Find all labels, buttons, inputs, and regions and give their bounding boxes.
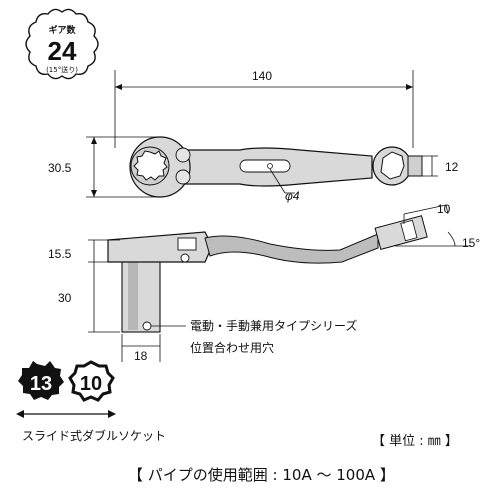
- dim-angle-length: 10: [403, 202, 451, 224]
- callout-line-1: 電動・手動兼用タイプシリーズ: [190, 318, 357, 333]
- badge-number: 24: [48, 36, 77, 66]
- dim-socket-width-label: 18: [134, 349, 148, 363]
- socket-13-badge: 13: [18, 361, 64, 400]
- wrench-side-view: [107, 215, 428, 333]
- dim-length: 140: [114, 69, 414, 148]
- alignment-hole-callout: 電動・手動兼用タイプシリーズ 位置合わせ用穴: [151, 318, 357, 355]
- dim-socket-height: 30: [58, 262, 120, 333]
- pipe-range-label: 【 パイプの使用範囲 : 10A ～ 100A 】: [128, 466, 395, 484]
- pawl-hole: [180, 253, 190, 263]
- dim-hole: φ4: [269, 168, 300, 203]
- dim-box-end: 12: [410, 155, 459, 177]
- dim-head-height: 30.5: [48, 136, 158, 198]
- angled-box-end-inner: [400, 219, 418, 242]
- scalloped-seal-icon: [25, 8, 99, 80]
- angled-box-end: [374, 215, 428, 251]
- socket-body: [121, 251, 161, 333]
- wrench-top-view: [129, 136, 423, 198]
- callout-line-2: 位置合わせ用穴: [190, 340, 274, 355]
- gear-count-badge: ギア数 24 (15°送り): [25, 8, 99, 80]
- gear-badge-icon: [18, 361, 64, 400]
- hole-marker: [267, 163, 273, 169]
- dim-socket-width: 18: [121, 334, 161, 363]
- badge-note: (15°送り): [46, 65, 78, 74]
- dim-side-height-label: 15.5: [48, 247, 72, 261]
- dim-head-height-label: 30.5: [48, 161, 72, 175]
- dim-side-height: 15.5: [48, 239, 120, 263]
- box-end-cap: [407, 155, 423, 177]
- dim-angle-label: 15°: [462, 236, 480, 250]
- pawl-circle-2: [175, 169, 191, 185]
- unit-label: 【 単位 : ㎜ 】: [372, 433, 458, 449]
- dim-box-end-label: 12: [445, 160, 459, 174]
- alignment-hole-side: [142, 321, 152, 331]
- badge-top-label: ギア数: [48, 24, 76, 36]
- side-handle: [204, 233, 379, 264]
- dim-length-label: 140: [252, 69, 272, 83]
- dim-socket-height-label: 30: [58, 291, 72, 305]
- gear-teeth: [133, 150, 168, 181]
- dim-hole-label: φ4: [285, 189, 300, 203]
- dim-angle: 15°: [395, 231, 480, 250]
- socket-size-badges: 13 10 スライド式ダブルソケット: [16, 360, 166, 443]
- box-end-opening: [380, 151, 405, 180]
- socket-shade: [128, 258, 138, 330]
- socket-10-badge: 10: [68, 360, 115, 402]
- socket-label: スライド式ダブルソケット: [22, 428, 166, 443]
- gear-badge-icon: [68, 360, 115, 402]
- pawl-block: [177, 237, 197, 251]
- pawl-circle-1: [175, 147, 191, 163]
- socket-13-label: 13: [30, 373, 52, 395]
- socket-10-label: 10: [80, 373, 102, 395]
- dim-angle-length-label: 10: [437, 202, 451, 216]
- handle-slot: [239, 159, 291, 173]
